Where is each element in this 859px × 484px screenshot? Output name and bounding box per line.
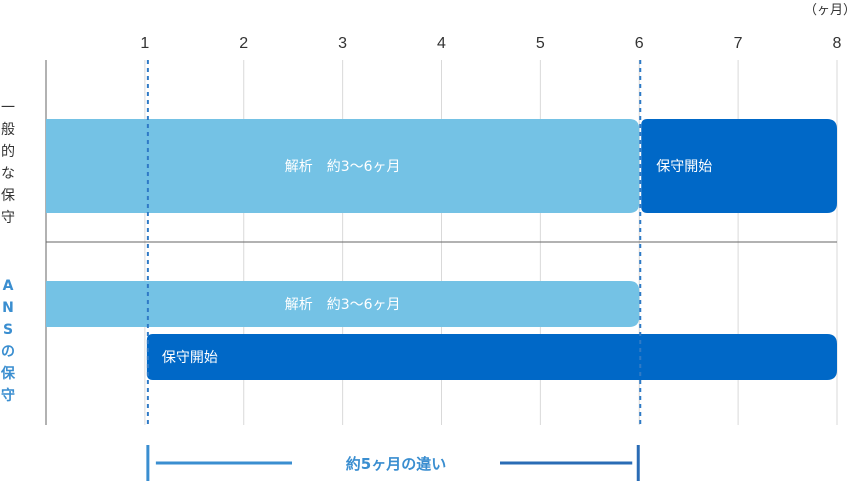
x-tick-label: 3: [338, 35, 347, 52]
bar-label: 解析 約3〜6ヶ月: [285, 297, 401, 313]
bar-label: 解析 約3〜6ヶ月: [285, 159, 401, 175]
bar-0-0: [46, 119, 640, 213]
x-tick-label: 4: [437, 35, 446, 52]
x-tick-label: 2: [239, 35, 248, 52]
x-tick-label: 5: [536, 35, 545, 52]
bar-label: 保守開始: [656, 159, 712, 175]
bar-1-0: [46, 281, 640, 327]
x-tick-label: 8: [833, 35, 842, 52]
bar-1-1: [146, 334, 837, 380]
x-tick-label: 1: [140, 35, 149, 52]
bar-0-1: [641, 119, 837, 213]
x-tick-label: 6: [635, 35, 644, 52]
x-tick-label: 7: [734, 35, 743, 52]
row-label: 一般的な保守: [1, 100, 15, 226]
unit-label: （ヶ月）: [804, 3, 856, 18]
bar-label: 保守開始: [162, 350, 218, 366]
difference-label: 約5ヶ月の違い: [346, 455, 446, 473]
